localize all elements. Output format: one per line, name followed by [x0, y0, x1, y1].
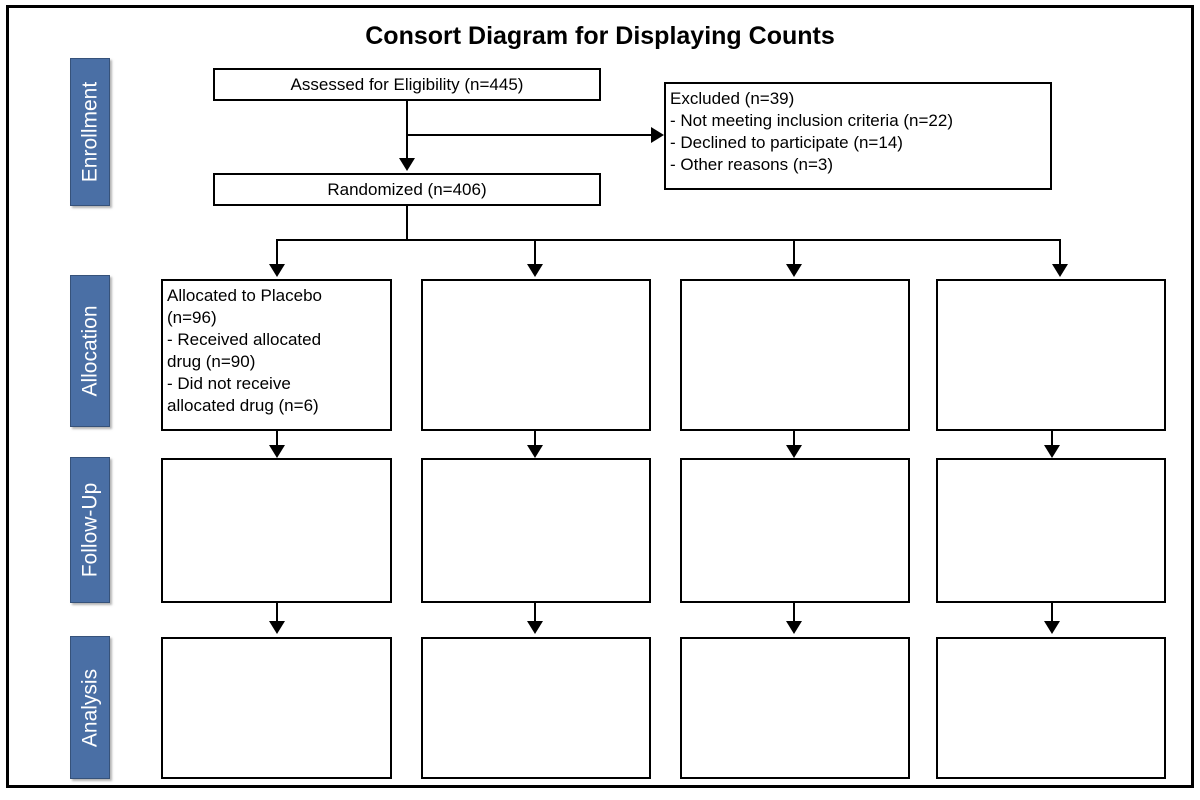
node-analysis-1	[161, 637, 392, 779]
connector-allocation-4-to-followup-4	[1051, 431, 1053, 449]
node-followup-4-text	[938, 460, 1164, 466]
node-randomized-text: Randomized (n=406)	[327, 179, 487, 199]
connector-allocation-1-to-followup-1	[276, 431, 278, 449]
node-followup-2	[421, 458, 651, 603]
node-followup-1-text	[163, 460, 390, 466]
node-followup-1	[161, 458, 392, 603]
arrow-bus-to-allocation-4	[1052, 264, 1068, 277]
connector-assessed-to-randomized	[406, 101, 408, 159]
node-allocation-2-text	[423, 281, 649, 287]
node-followup-2-text	[423, 460, 649, 466]
connector-randomization-bus	[276, 239, 1061, 241]
arrow-allocation-2-to-followup-2	[527, 445, 543, 458]
node-analysis-2-text	[423, 639, 649, 645]
connector-followup-1-to-analysis-1	[276, 603, 278, 623]
node-allocation-2	[421, 279, 651, 431]
node-analysis-4	[936, 637, 1166, 779]
node-allocation-3-text	[682, 281, 908, 287]
connector-bus-to-allocation-2	[534, 239, 536, 265]
stage-label-analysis-text: Analysis	[78, 668, 102, 747]
node-analysis-2	[421, 637, 651, 779]
node-analysis-4-text	[938, 639, 1164, 645]
stage-label-enrollment: Enrollment	[70, 58, 110, 206]
connector-allocation-2-to-followup-2	[534, 431, 536, 449]
stage-label-followup-text: Follow-Up	[78, 482, 102, 578]
arrow-allocation-1-to-followup-1	[269, 445, 285, 458]
arrow-followup-4-to-analysis-4	[1044, 621, 1060, 634]
connector-assessed-to-excluded	[406, 134, 653, 136]
connector-followup-4-to-analysis-4	[1051, 603, 1053, 623]
node-allocation-4-text	[938, 281, 1164, 287]
stage-label-allocation: Allocation	[70, 275, 110, 427]
node-analysis-3	[680, 637, 910, 779]
connector-bus-to-allocation-1	[276, 239, 278, 265]
node-followup-4	[936, 458, 1166, 603]
stage-label-analysis: Analysis	[70, 636, 110, 779]
connector-followup-3-to-analysis-3	[793, 603, 795, 623]
arrow-followup-2-to-analysis-2	[527, 621, 543, 634]
arrow-assessed-to-excluded	[651, 127, 664, 143]
page-title: Consort Diagram for Displaying Counts	[365, 22, 835, 50]
node-excluded-text: Excluded (n=39) - Not meeting inclusion …	[670, 89, 953, 175]
arrow-assessed-to-randomized	[399, 158, 415, 171]
arrow-followup-3-to-analysis-3	[786, 621, 802, 634]
node-assessed-for-eligibility: Assessed for Eligibility (n=445)	[213, 68, 601, 101]
arrow-bus-to-allocation-3	[786, 264, 802, 277]
node-analysis-1-text	[163, 639, 390, 645]
node-followup-3	[680, 458, 910, 603]
stage-label-enrollment-text: Enrollment	[78, 81, 102, 183]
node-allocation-3	[680, 279, 910, 431]
node-allocation-4	[936, 279, 1166, 431]
stage-label-followup: Follow-Up	[70, 457, 110, 603]
arrow-followup-1-to-analysis-1	[269, 621, 285, 634]
node-excluded: Excluded (n=39) - Not meeting inclusion …	[664, 82, 1052, 190]
connector-allocation-3-to-followup-3	[793, 431, 795, 449]
connector-bus-to-allocation-4	[1059, 239, 1061, 265]
arrow-allocation-3-to-followup-3	[786, 445, 802, 458]
node-randomized: Randomized (n=406)	[213, 173, 601, 206]
node-followup-3-text	[682, 460, 908, 466]
arrow-bus-to-allocation-2	[527, 264, 543, 277]
node-analysis-3-text	[682, 639, 908, 645]
connector-bus-to-allocation-3	[793, 239, 795, 265]
arrow-allocation-4-to-followup-4	[1044, 445, 1060, 458]
arrow-bus-to-allocation-1	[269, 264, 285, 277]
node-assessed-for-eligibility-text: Assessed for Eligibility (n=445)	[290, 74, 524, 94]
node-allocation-1-text: Allocated to Placebo (n=96) - Received a…	[167, 286, 322, 416]
connector-randomized-stem	[406, 206, 408, 240]
stage-label-allocation-text: Allocation	[78, 305, 102, 397]
connector-followup-2-to-analysis-2	[534, 603, 536, 623]
node-allocation-1: Allocated to Placebo (n=96) - Received a…	[161, 279, 392, 431]
